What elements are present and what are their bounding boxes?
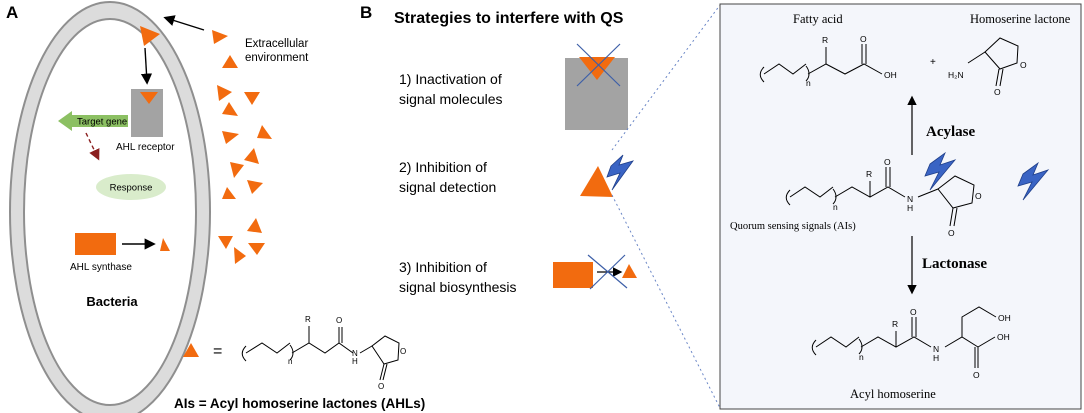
fatty-acid-n: n bbox=[806, 78, 811, 88]
strategy-3-line1: 3) Inhibition of bbox=[399, 259, 487, 275]
strategy-1-line2: signal molecules bbox=[399, 91, 503, 107]
ext-signal-7 bbox=[257, 125, 272, 139]
extracellular-signals bbox=[212, 30, 272, 264]
qs-n: n bbox=[833, 202, 838, 212]
lactonase-bolt bbox=[1017, 161, 1050, 201]
hsl-h2n: H₂N bbox=[948, 70, 964, 80]
qs-o1: O bbox=[884, 157, 891, 167]
legend-nh-h: H bbox=[352, 357, 358, 366]
qs-signal-structure bbox=[785, 167, 975, 227]
homoserine-lactone-label: Homoserine lactone bbox=[970, 12, 1071, 26]
ah-o2: O bbox=[973, 370, 980, 380]
legend-n: n bbox=[288, 357, 292, 366]
ext-signal-4 bbox=[244, 92, 260, 105]
ext-signal-14 bbox=[248, 243, 265, 255]
inactivated-signal bbox=[579, 57, 615, 80]
legend-signal bbox=[183, 343, 199, 357]
equals-sign: = bbox=[213, 343, 222, 360]
response-ellipse bbox=[96, 174, 166, 200]
inward-arrow bbox=[140, 47, 153, 85]
ahl-synthase-label: AHL synthase bbox=[70, 262, 132, 273]
acylase-bolt bbox=[924, 151, 957, 191]
response-label: Response bbox=[110, 183, 153, 194]
legend-r: R bbox=[305, 315, 311, 324]
strategy-2-line2: signal detection bbox=[399, 179, 496, 195]
ext-signal-3 bbox=[217, 85, 232, 101]
cell-wall-inner bbox=[23, 18, 197, 406]
strategies-title: Strategies to interfere with QS bbox=[394, 10, 624, 27]
bound-signal bbox=[140, 92, 158, 104]
strategy-3-line2: signal biosynthesis bbox=[399, 279, 517, 295]
ah-oh-side: OH bbox=[997, 332, 1010, 342]
plus-sign: + bbox=[930, 57, 936, 68]
ext-signal-9 bbox=[230, 162, 244, 178]
detection-signal bbox=[580, 166, 613, 197]
qs-nh-h: H bbox=[907, 203, 913, 213]
target-gene-label: Target gene bbox=[77, 117, 127, 128]
homoserine-lactone-structure bbox=[967, 37, 1019, 87]
entry-arrow bbox=[163, 15, 205, 31]
extracellular-label-1: Extracellular bbox=[245, 38, 308, 50]
ext-signal-15 bbox=[234, 247, 246, 264]
legend-ahl-structure bbox=[241, 326, 400, 381]
ext-signal-1 bbox=[212, 30, 228, 44]
ais-caption: AIs = Acyl homoserine lactones (AHLs) bbox=[174, 396, 425, 411]
ext-signal-2 bbox=[222, 55, 238, 68]
fatty-acid-r: R bbox=[822, 35, 828, 45]
biosynthesis-signal bbox=[622, 264, 637, 278]
qs-r: R bbox=[866, 169, 872, 179]
acyl-homoserine-structure bbox=[811, 306, 997, 368]
ah-r: R bbox=[892, 319, 898, 329]
zoom-connector-bottom bbox=[611, 194, 721, 409]
ext-signal-13 bbox=[218, 236, 233, 249]
ext-signal-12 bbox=[247, 218, 262, 233]
chemistry-panel bbox=[719, 3, 1082, 410]
hsl-o-ring: O bbox=[1020, 60, 1027, 70]
inactivation-cross-2 bbox=[576, 43, 621, 87]
synthesized-signal bbox=[160, 238, 170, 251]
target-gene-arrow bbox=[58, 111, 128, 131]
ahl-receptor-label: AHL receptor bbox=[116, 142, 175, 153]
ah-nh-h: H bbox=[933, 353, 939, 363]
fatty-acid-o: O bbox=[860, 34, 867, 44]
biosynthesis-cross-2 bbox=[589, 254, 626, 290]
ah-o1: O bbox=[910, 307, 917, 317]
panel-a-letter: A bbox=[6, 3, 18, 22]
strategy-1-line1: 1) Inactivation of bbox=[399, 71, 502, 87]
qs-o2: O bbox=[975, 191, 982, 201]
acyl-homoserine-label: Acyl homoserine bbox=[850, 387, 936, 401]
detection-bolt bbox=[606, 154, 635, 191]
biosynthesis-synthase-box bbox=[553, 262, 593, 288]
fatty-acid-oh: OH bbox=[884, 70, 897, 80]
legend-o1: O bbox=[336, 316, 342, 325]
legend-o3: O bbox=[378, 382, 384, 391]
ah-oh-top: OH bbox=[998, 313, 1011, 323]
legend-nh-n: N bbox=[352, 349, 358, 358]
ahl-synthase-box bbox=[75, 233, 116, 255]
ext-signal-10 bbox=[222, 187, 236, 199]
ext-signal-8 bbox=[244, 148, 259, 164]
panel-b-letter: B bbox=[360, 3, 372, 22]
extracellular-label-2: environment bbox=[245, 52, 309, 64]
fatty-acid-structure bbox=[759, 44, 883, 83]
ah-nh-n: N bbox=[933, 344, 939, 354]
fatty-acid-label: Fatty acid bbox=[793, 12, 843, 26]
response-dashed-arrow bbox=[85, 132, 100, 161]
ext-signal-6 bbox=[222, 131, 239, 144]
zoom-connector-top bbox=[611, 4, 721, 151]
ext-signal-5 bbox=[222, 102, 238, 116]
lactonase-label: Lactonase bbox=[922, 256, 987, 272]
bacteria-label: Bacteria bbox=[86, 294, 138, 309]
membrane-signal bbox=[140, 26, 160, 46]
qs-o3: O bbox=[948, 228, 955, 238]
qs-nh-n: N bbox=[907, 194, 913, 204]
strategy-2-line1: 2) Inhibition of bbox=[399, 159, 487, 175]
hsl-o-carbonyl: O bbox=[994, 87, 1001, 97]
qs-signals-label: Quorum sensing signals (AIs) bbox=[730, 221, 856, 232]
acylase-label: Acylase bbox=[926, 124, 975, 140]
ah-n: n bbox=[859, 352, 864, 362]
ext-signal-11 bbox=[247, 180, 263, 194]
legend-o2: O bbox=[400, 347, 406, 356]
